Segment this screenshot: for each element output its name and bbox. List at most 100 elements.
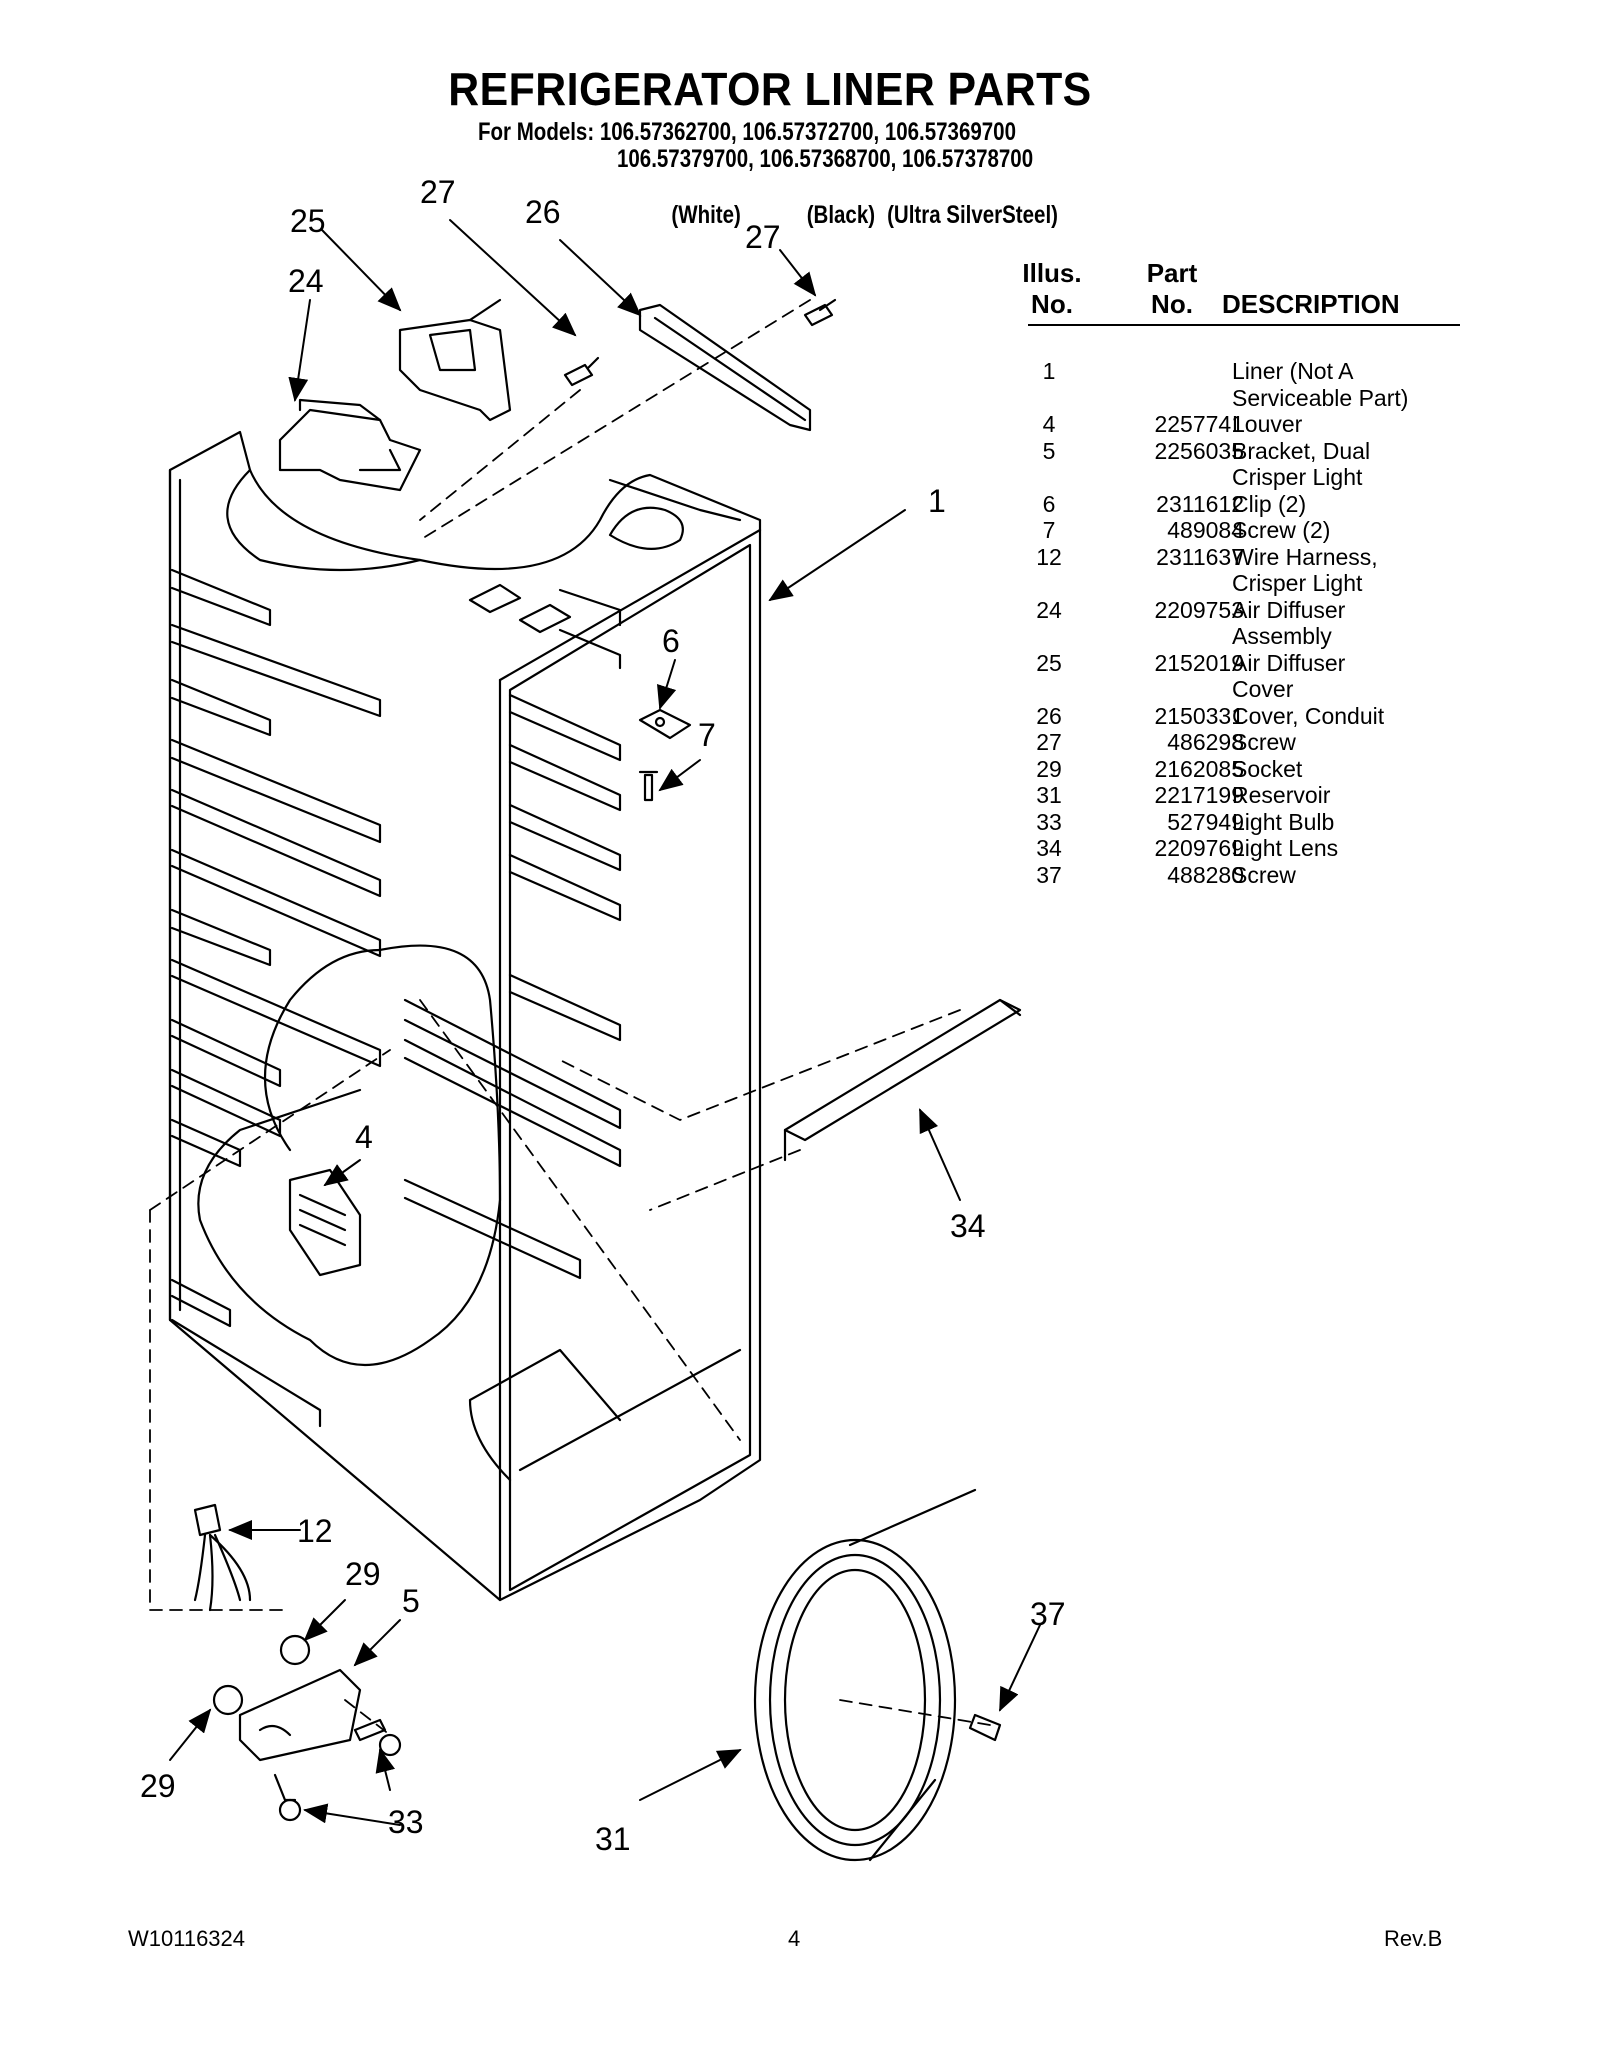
header-part-1: Part	[1146, 258, 1198, 288]
leader-lines	[169, 219, 1041, 1826]
wire-harness	[193, 1503, 252, 1612]
part-description: Assembly	[1232, 623, 1332, 649]
part-number: 2311612	[1156, 490, 1244, 517]
callout-34: 34	[950, 1208, 986, 1244]
illus-number: 7	[1042, 517, 1056, 543]
light-lens	[783, 998, 1022, 1162]
part-description: Screw	[1232, 861, 1296, 888]
part-number: 486298	[1167, 729, 1244, 755]
part-number: 2257741	[1154, 411, 1244, 437]
illus-number: 34	[1036, 835, 1062, 861]
finish-line: (White)(Black)(Ultra SilverSteel)	[660, 172, 1058, 230]
header-part-2: No.	[1151, 289, 1193, 319]
part-number: 2209769	[1154, 835, 1244, 861]
callout-24: 24	[288, 263, 324, 299]
light-bulb-lower	[273, 1773, 302, 1822]
models-line-1: For Models: 106.57362700, 106.57372700, …	[478, 118, 1016, 146]
illus-number: 4	[1042, 411, 1056, 437]
part-description: Liner (Not A	[1232, 358, 1354, 384]
part-description: Bracket, Dual	[1232, 437, 1371, 464]
clip-6	[638, 708, 692, 740]
screw-37	[968, 1713, 1002, 1742]
models-line-2: 106.57379700, 106.57368700, 106.57378700	[617, 145, 1034, 173]
part-description: Light Bulb	[1232, 808, 1335, 835]
socket-upper	[279, 1634, 311, 1666]
callout-5: 5	[402, 1583, 420, 1619]
illus-number: 27	[1036, 729, 1062, 755]
callout-1: 1	[928, 483, 946, 519]
part-description: Louver	[1232, 411, 1303, 437]
part-number: 2152019	[1154, 649, 1244, 676]
page-title: REFRIGERATOR LINER PARTS	[448, 63, 1092, 115]
air-diffuser-cover	[398, 298, 512, 422]
callout-26: 26	[525, 194, 561, 230]
header-illus-2: No.	[1031, 289, 1073, 319]
revision: Rev.B	[1384, 1926, 1443, 1951]
part-number: 2150331	[1154, 702, 1244, 729]
callout-29-upper: 29	[345, 1556, 381, 1592]
part-description: Air Diffuser	[1232, 596, 1346, 623]
illus-number: 12	[1036, 543, 1062, 570]
header-description: DESCRIPTION	[1222, 289, 1400, 319]
part-number: 2256035	[1154, 437, 1244, 464]
illus-number: 33	[1036, 808, 1062, 835]
screw-7	[638, 770, 659, 802]
callout-29-lower: 29	[140, 1768, 176, 1804]
screw-27-right	[803, 298, 837, 327]
reservoir	[753, 1488, 977, 1862]
part-description: Serviceable Part)	[1232, 384, 1409, 411]
part-description: Socket	[1232, 755, 1303, 782]
conduit-cover	[638, 303, 812, 432]
part-description: Crisper Light	[1232, 464, 1363, 490]
part-description: Cover, Conduit	[1232, 702, 1385, 729]
header-illus-1: Illus.	[1022, 258, 1082, 288]
part-description: Air Diffuser	[1232, 649, 1346, 676]
callout-4: 4	[355, 1119, 373, 1155]
illus-number: 26	[1036, 702, 1062, 729]
part-number: 2217199	[1154, 782, 1244, 808]
callout-6: 6	[662, 623, 680, 659]
callout-31: 31	[595, 1821, 631, 1857]
dual-crisper-bracket	[238, 1668, 362, 1762]
socket-lower	[212, 1684, 244, 1716]
shelf-rails-right	[403, 588, 622, 1280]
illus-number: 31	[1036, 782, 1062, 808]
part-description: Clip (2)	[1232, 490, 1307, 517]
header-rule	[1028, 324, 1460, 326]
callout-33: 33	[388, 1804, 424, 1840]
part-number: 527949	[1167, 808, 1244, 835]
document-number: W10116324	[128, 1926, 246, 1951]
illus-number: 29	[1036, 755, 1062, 782]
part-description: Screw (2)	[1232, 517, 1331, 543]
part-description: Screw	[1232, 729, 1296, 755]
illus-number: 37	[1036, 861, 1062, 888]
callout-12: 12	[297, 1513, 333, 1549]
part-number: 2311637	[1156, 543, 1244, 570]
screw-27-top	[563, 356, 600, 387]
callout-27-top: 27	[420, 174, 456, 210]
illus-number: 1	[1042, 358, 1056, 384]
illus-number: 24	[1036, 596, 1062, 623]
illus-number: 5	[1042, 437, 1056, 464]
illus-number: 25	[1036, 649, 1062, 676]
part-description: Cover	[1232, 676, 1294, 702]
finish-white: (White)	[671, 201, 741, 229]
illus-number: 6	[1042, 490, 1056, 517]
part-description: Crisper Light	[1232, 570, 1363, 596]
part-number: 2162085	[1154, 755, 1244, 782]
part-description: Reservoir	[1232, 782, 1331, 808]
part-number: 488280	[1167, 861, 1244, 888]
callout-27-right: 27	[745, 219, 781, 255]
part-number: 489084	[1167, 517, 1244, 543]
assembly-lines	[149, 299, 991, 1736]
page-number: 4	[788, 1926, 801, 1951]
callout-25: 25	[290, 203, 326, 239]
finish-silver: (Ultra SilverSteel)	[887, 201, 1058, 229]
callout-37: 37	[1030, 1596, 1066, 1632]
callout-7: 7	[698, 717, 716, 753]
wire-conduit	[197, 468, 502, 1366]
shelf-rails-left	[170, 568, 382, 1428]
liner-body	[168, 430, 762, 1602]
part-description: Light Lens	[1232, 835, 1339, 861]
